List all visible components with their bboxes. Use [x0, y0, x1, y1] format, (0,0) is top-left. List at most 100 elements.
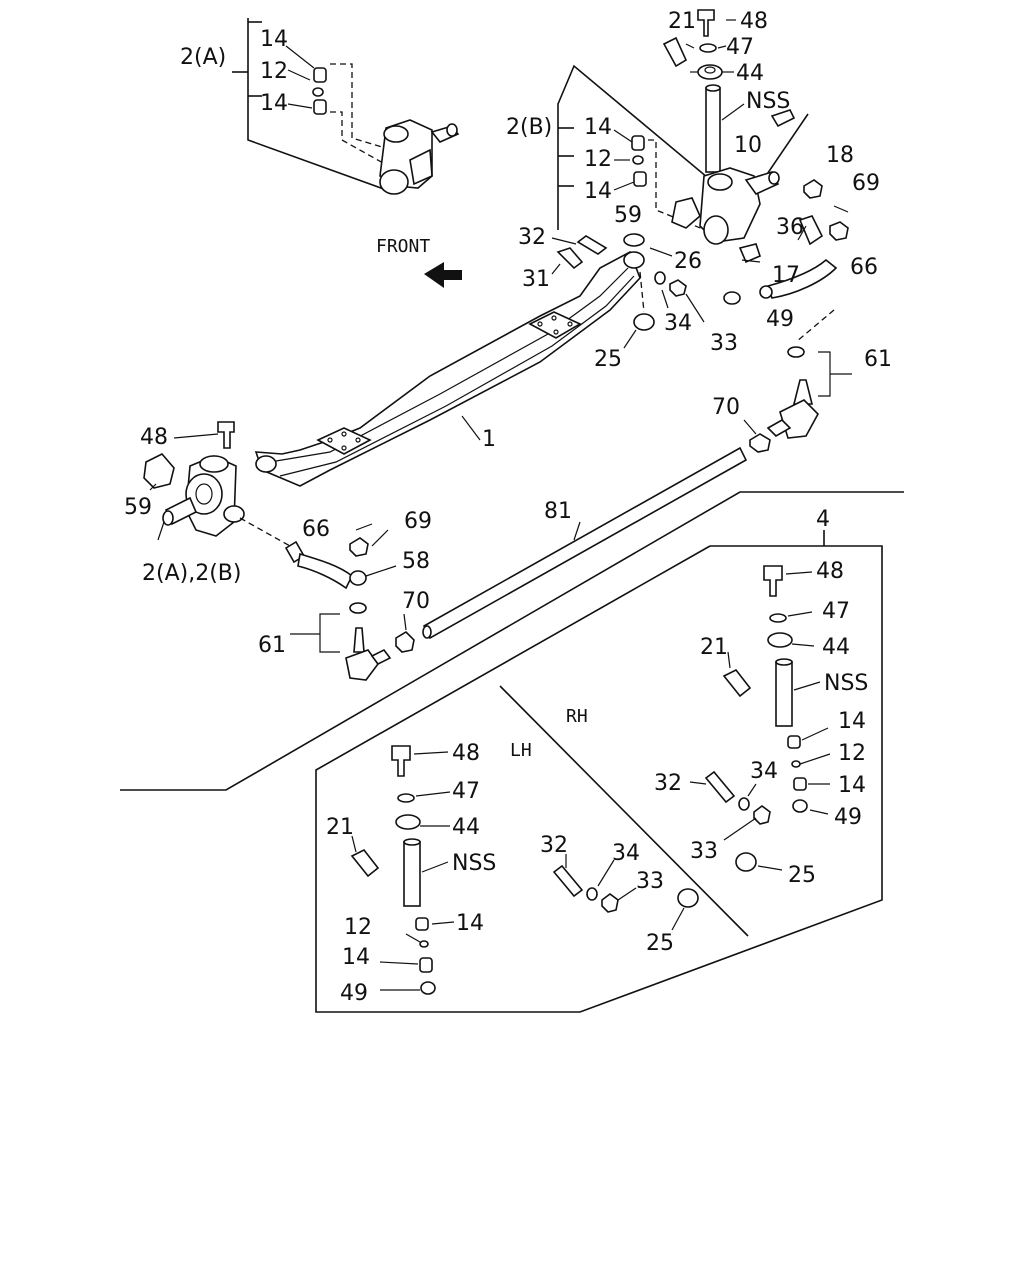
label-36: 36: [776, 215, 804, 240]
king-pin-rh: [775, 661, 793, 727]
steering-arm-36: [766, 258, 838, 299]
label-25: 25: [594, 347, 622, 372]
label-48: 48: [740, 9, 768, 34]
shim-12-b: [632, 155, 644, 165]
front-indicator: FRONT: [376, 236, 462, 288]
label-48: 48: [452, 741, 480, 766]
label-2ab: 2(A),2(B): [142, 561, 241, 586]
label-31: 31: [522, 267, 550, 292]
washer-47-lh: [397, 793, 415, 803]
steering-knuckle-2a: [379, 119, 460, 195]
tie-rod-end-rh: [743, 309, 852, 453]
label-34: 34: [664, 311, 692, 336]
king-pin: [705, 87, 721, 173]
label-48: 48: [816, 559, 844, 584]
label-2a: 2(A): [180, 45, 226, 70]
label-21: 21: [700, 635, 728, 660]
lock-pin-32: [576, 235, 608, 255]
label-rh: RH: [566, 706, 588, 727]
label-49: 49: [340, 981, 368, 1006]
shim-12: [312, 87, 324, 97]
label-33: 33: [690, 839, 718, 864]
tie-rod: [422, 446, 748, 640]
label-66: 66: [850, 255, 878, 280]
label-58: 58: [402, 549, 430, 574]
steering-knuckle-2b: [671, 109, 849, 305]
grease-nipple-21: [662, 36, 688, 68]
washer-34: [654, 271, 666, 285]
label-33: 33: [636, 869, 664, 894]
cotter-pin-69-left: [355, 523, 373, 531]
label-32: 32: [518, 225, 546, 250]
label-21: 21: [326, 815, 354, 840]
bolt-17: [738, 243, 761, 264]
label-61: 61: [258, 633, 286, 658]
seal-44-rh: [767, 632, 793, 648]
label-14: 14: [838, 773, 866, 798]
callout-labels: 2(A) 14 12 14 2(B) 14 12 14 59 21 48 47 …: [124, 9, 892, 1006]
label-69: 69: [852, 171, 880, 196]
grease-nipple-21-rh: [722, 668, 752, 698]
label-12: 12: [584, 147, 612, 172]
label-49: 49: [766, 307, 794, 332]
label-81: 81: [544, 499, 572, 524]
kit-rh: [689, 565, 831, 872]
label-25: 25: [646, 931, 674, 956]
label-34: 34: [750, 759, 778, 784]
grease-nipple-31: [556, 247, 584, 270]
label-2b: 2(B): [506, 115, 552, 140]
label-10: 10: [734, 133, 762, 158]
label-33: 33: [710, 331, 738, 356]
grease-nipple-21-lh: [350, 848, 380, 878]
label-14: 14: [260, 91, 288, 116]
left-tie-rod-end: [284, 523, 415, 681]
bolt-48: [697, 9, 715, 37]
label-nss: NSS: [452, 851, 496, 876]
label-14: 14: [456, 911, 484, 936]
label-59: 59: [124, 495, 152, 520]
group-2b: [557, 9, 849, 305]
label-32: 32: [654, 771, 682, 796]
label-nss: NSS: [824, 671, 868, 696]
nut-33: [669, 279, 687, 297]
label-14: 14: [260, 27, 288, 52]
label-26: 26: [674, 249, 702, 274]
kit-lh: [350, 745, 699, 995]
nut-70-rh: [749, 433, 771, 453]
nut-66-left: [349, 537, 369, 557]
label-44: 44: [736, 61, 764, 86]
nut-18: [803, 179, 823, 199]
thrust-59-left: [143, 453, 175, 489]
label-14: 14: [838, 709, 866, 734]
seal-44-lh: [395, 814, 421, 830]
washer-47: [699, 43, 717, 53]
label-14: 14: [342, 945, 370, 970]
thrust-59: [671, 197, 701, 229]
label-49: 49: [834, 805, 862, 830]
front-axle-beam: [254, 250, 645, 487]
label-18: 18: [826, 143, 854, 168]
label-17: 17: [772, 263, 800, 288]
label-nss: NSS: [746, 89, 790, 114]
king-pin-stack: [662, 9, 745, 173]
bolt-10: [770, 109, 796, 128]
cotter-pin-69: [833, 205, 849, 213]
bush-25: [633, 313, 655, 331]
front-label: FRONT: [376, 236, 430, 257]
label-25: 25: [788, 863, 816, 888]
label-1: 1: [482, 427, 496, 452]
label-47: 47: [822, 599, 850, 624]
bush-49: [723, 291, 741, 305]
bolt-48-lh: [391, 745, 411, 777]
label-70: 70: [402, 589, 430, 614]
axle-end-parts: [551, 233, 705, 349]
label-47: 47: [452, 779, 480, 804]
label-lh: LH: [510, 740, 532, 761]
label-12: 12: [260, 59, 288, 84]
label-14: 14: [584, 179, 612, 204]
left-knuckle: [143, 421, 291, 547]
label-21: 21: [668, 9, 696, 34]
label-4: 4: [816, 507, 830, 532]
label-32: 32: [540, 833, 568, 858]
